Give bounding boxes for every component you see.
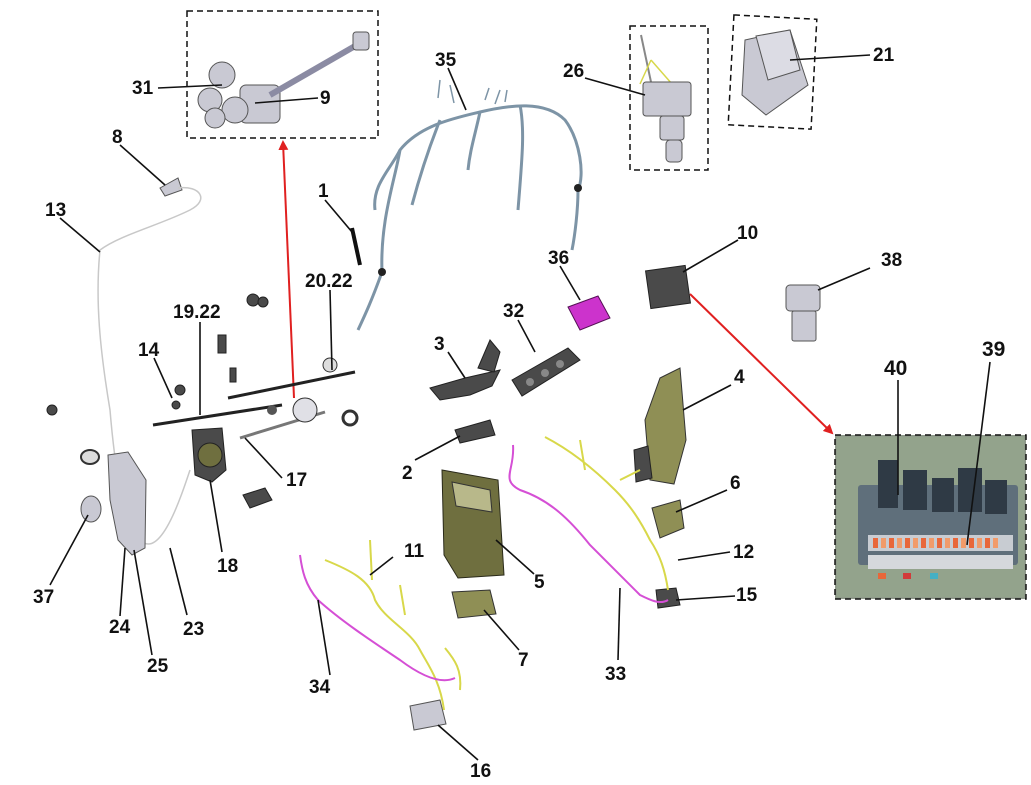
label-7: 7: [518, 650, 529, 671]
part-24-washer-tank: [80, 449, 147, 556]
label-2: 2: [402, 463, 413, 484]
part-11-harness: [324, 539, 462, 711]
label-11: 11: [404, 541, 425, 562]
part-1-rod: [350, 227, 362, 266]
label-35: 35: [435, 50, 457, 71]
label-32: 32: [503, 301, 524, 322]
detail-box-relay-21: [727, 14, 818, 130]
fuse-box-photo: [834, 434, 1027, 600]
label-31: 31: [132, 78, 154, 99]
label-19-22: 19.22: [173, 302, 221, 323]
part-4-panel: [633, 367, 687, 485]
label-25: 25: [147, 656, 169, 677]
part-34-harness: [299, 554, 456, 682]
leader-lines: [49, 54, 991, 761]
fuse-row: [873, 538, 998, 548]
part-31-knobs: [197, 61, 249, 129]
part-33-harness: [508, 444, 669, 604]
red-arrow-fusebox: [689, 293, 834, 435]
label-13: 13: [45, 200, 66, 221]
part-15-module: [655, 587, 681, 609]
part-5-door-panel: [441, 469, 505, 579]
part-12-harness: [544, 436, 669, 591]
label-10: 10: [737, 223, 758, 244]
part-18-motor: [191, 427, 227, 483]
label-8: 8: [112, 127, 123, 148]
label-4: 4: [734, 367, 745, 388]
label-12: 12: [733, 542, 754, 563]
label-17: 17: [286, 470, 307, 491]
part-32-control-panel: [511, 347, 581, 397]
part-10-relay-block: [644, 264, 692, 310]
label-18: 18: [217, 556, 238, 577]
label-40: 40: [884, 357, 907, 380]
small-fittings: [46, 293, 273, 509]
label-20-22: 20.22: [305, 271, 353, 292]
detail-box-switch-assembly: [186, 10, 379, 139]
label-3: 3: [434, 334, 445, 355]
label-9: 9: [320, 88, 331, 109]
part-16-module: [409, 699, 447, 731]
part-37-cap: [80, 495, 102, 523]
label-6: 6: [730, 473, 741, 494]
part-36-module: [567, 295, 611, 331]
detail-box-switch-26: [629, 25, 709, 171]
label-21: 21: [873, 45, 895, 66]
label-33: 33: [605, 664, 626, 685]
label-1: 1: [318, 181, 329, 202]
red-arrow-up: [278, 140, 295, 399]
label-36: 36: [548, 248, 569, 269]
label-16: 16: [470, 761, 491, 782]
label-39: 39: [982, 338, 1005, 361]
label-14: 14: [138, 340, 160, 361]
part-8-connector: [159, 177, 183, 197]
part-13-harness: [97, 186, 202, 545]
label-37: 37: [33, 587, 54, 608]
label-38: 38: [881, 250, 902, 271]
label-24: 24: [109, 617, 131, 638]
part-2-ignition: [454, 419, 496, 444]
part-9-shaft: [239, 31, 370, 124]
wiper-assembly: [152, 357, 359, 440]
label-26: 26: [563, 61, 584, 82]
part-6-cover: [651, 499, 685, 539]
part-7-cover: [451, 589, 497, 619]
part-35-main-harness: [356, 79, 583, 331]
label-15: 15: [736, 585, 758, 606]
label-23: 23: [183, 619, 204, 640]
label-5: 5: [534, 572, 545, 593]
label-34: 34: [309, 677, 331, 698]
part-38-switch: [785, 284, 821, 342]
callout-labels: 31 9 8 13 1 35 26 21 19.22 20.22 14 3 32…: [33, 45, 1005, 782]
